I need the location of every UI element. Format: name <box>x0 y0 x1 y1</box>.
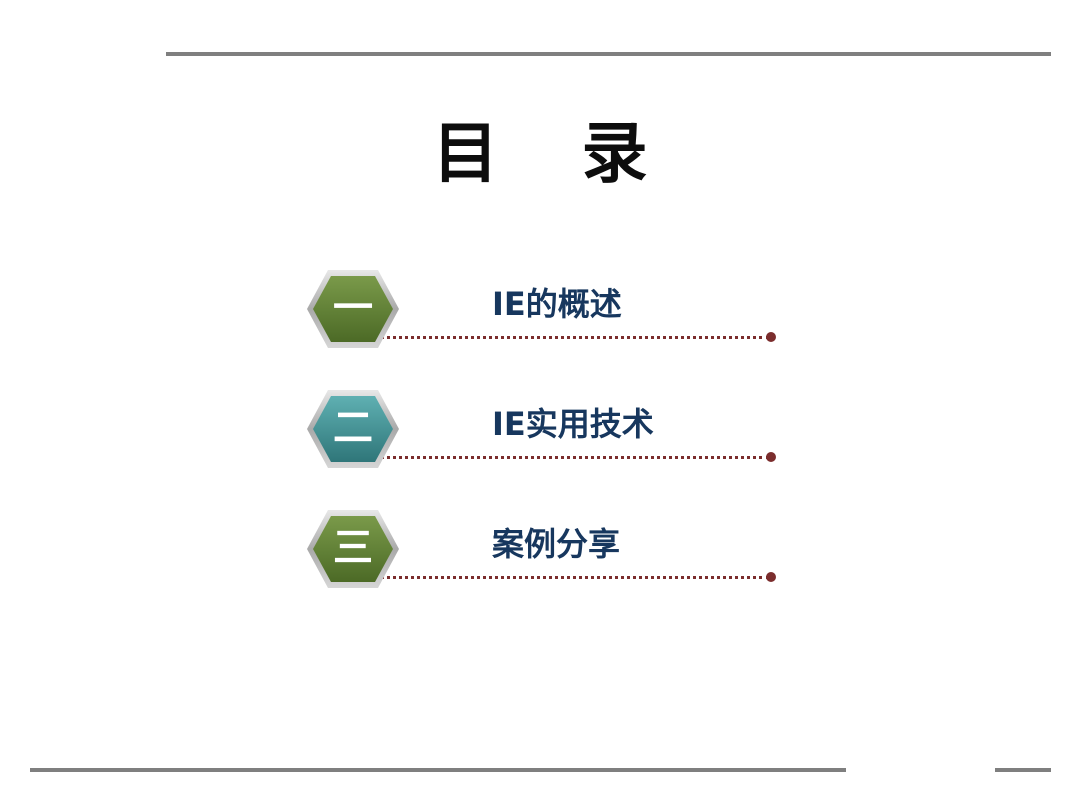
dotted-line <box>380 456 770 459</box>
dotted-line <box>380 576 770 579</box>
toc-label[interactable]: IE实用技术 <box>492 405 654 443</box>
bottom-rule-right <box>995 768 1051 772</box>
hexagon-badge: 二 <box>306 388 400 470</box>
hexagon-badge: 一 <box>306 268 400 350</box>
toc-item-3[interactable]: 三 案例分享 <box>306 508 786 592</box>
hexagon-badge: 三 <box>306 508 400 590</box>
toc-label[interactable]: 案例分享 <box>492 525 621 563</box>
bottom-rule-left <box>30 768 846 772</box>
hexagon-icon <box>307 510 399 588</box>
toc-item-1[interactable]: 一 IE的概述 <box>306 268 786 352</box>
dotted-line <box>380 336 770 339</box>
line-end-dot <box>766 332 776 342</box>
section-number: 二 <box>333 405 373 451</box>
line-end-dot <box>766 452 776 462</box>
section-number: 三 <box>333 525 373 571</box>
top-rule <box>166 52 1051 56</box>
hexagon-icon <box>307 270 399 348</box>
page-title: 目 录 <box>432 115 678 192</box>
toc-label[interactable]: IE的概述 <box>492 285 622 323</box>
line-end-dot <box>766 572 776 582</box>
section-number: 一 <box>333 285 373 331</box>
toc-item-2[interactable]: 二 IE实用技术 <box>306 388 786 472</box>
hexagon-icon <box>307 390 399 468</box>
